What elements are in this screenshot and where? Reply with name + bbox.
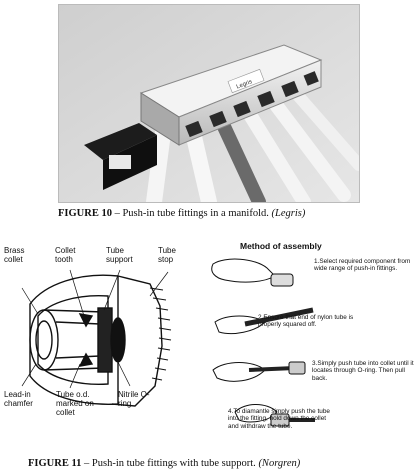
assembly-step-4: 4.To diamantle simply push the tube into… — [228, 408, 330, 430]
figure-11-text: – Push-in tube fittings with tube suppor… — [81, 458, 259, 469]
assembly-steps-illustration — [211, 258, 315, 427]
figure-10-text: – Push-in tube fittings in a manifold. — [111, 208, 272, 219]
assembly-step-3: 3.Simply push tube into collet until it … — [312, 360, 414, 382]
assembly-step-2: 2.Ensure that end of nylon tube is prope… — [258, 314, 354, 329]
label-tube-stop: Tube stop — [158, 246, 176, 264]
fitting-cutaway-drawing — [21, 269, 172, 407]
figure-10-credit: (Legris) — [271, 208, 306, 219]
label-brass-collet: Brass collet — [4, 246, 25, 264]
method-title: Method of assembly — [240, 241, 322, 251]
figure-10-number: FIGURE 10 — [58, 208, 112, 219]
label-tube-od: Tube o.d. marked on collet — [56, 390, 94, 417]
figure-11-caption: FIGURE 11 – Push-in tube fittings with t… — [28, 458, 300, 469]
manifold-photo: Legris — [58, 4, 360, 203]
label-lead-in-chamfer: Lead-in chamfer — [4, 390, 33, 408]
manifold-photo-illustration: Legris — [59, 5, 359, 202]
label-nitrile-o-ring: Nitrile O-ring — [118, 390, 150, 408]
figure-11-number: FIGURE 11 — [28, 458, 82, 469]
figure-11-credit: (Norgren) — [258, 458, 301, 469]
assembly-step-1: 1.Select required component from wide ra… — [314, 258, 411, 273]
brand-label: Legris — [236, 79, 253, 90]
label-collet-tooth: Collet tooth — [55, 246, 76, 264]
figure-10-caption: FIGURE 10 – Push-in tube fittings in a m… — [58, 208, 305, 219]
label-tube-support: Tube support — [106, 246, 133, 264]
